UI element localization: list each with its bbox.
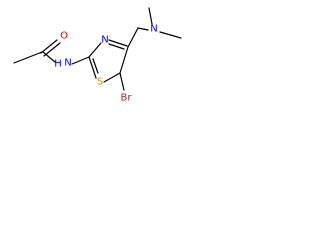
ring-sulfur-label: S xyxy=(97,77,103,88)
c2-n3-bond xyxy=(88,42,102,58)
c4-ch2-bond xyxy=(127,27,139,48)
amide-hydrogen-label: H xyxy=(54,59,62,70)
amide-ring-bond xyxy=(71,56,90,65)
bromine-label: Br xyxy=(121,93,133,104)
c4-c5-bond xyxy=(119,46,129,74)
amide-nitrogen-label: N xyxy=(64,58,71,69)
ring-nitrogen-label: N xyxy=(101,35,108,46)
c5-br-bond xyxy=(119,72,125,91)
c2-inner-double-bond xyxy=(92,58,99,74)
s1-c2-bond xyxy=(88,56,97,79)
carbonyl-amide-bond xyxy=(42,51,56,63)
n3-c4-double-bond-b xyxy=(108,43,125,50)
n-methyl-up-bond xyxy=(148,7,153,25)
methyl-carbonyl-bond xyxy=(13,51,43,64)
ch2-n-bond xyxy=(137,27,149,31)
n-methyl-right-bond xyxy=(159,31,182,39)
carbonyl-double-bond-a xyxy=(40,39,58,54)
n3-c4-double-bond-a xyxy=(108,39,128,47)
structure-diagram: O N H N S N Br xyxy=(13,7,182,104)
c5-s1-bond xyxy=(103,72,121,83)
dimethylamine-nitrogen-label: N xyxy=(150,24,157,35)
carbonyl-double-bond-b xyxy=(43,42,61,57)
carbonyl-oxygen-label: O xyxy=(60,31,68,42)
